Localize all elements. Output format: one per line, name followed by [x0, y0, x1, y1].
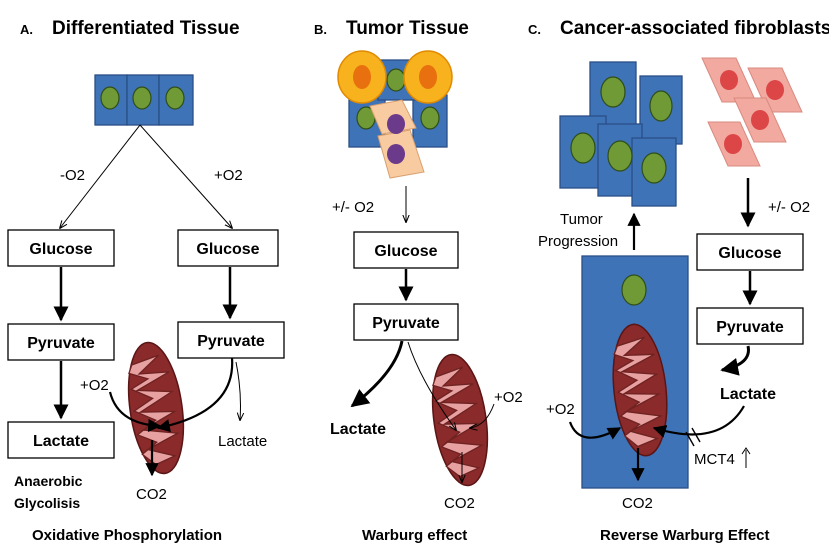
panel-a-title: Differentiated Tissue: [52, 18, 240, 39]
tumor-cell-cluster: [337, 50, 453, 179]
panel-a-anaerobic-2: Glycolisis: [14, 495, 80, 511]
panel-a-glucose-left: Glucose: [29, 241, 92, 258]
panel-a-anaerobic-1: Anaerobic: [14, 473, 83, 489]
up-arrow-icon: [741, 447, 751, 468]
panel-b-oxygen: +O2: [494, 389, 523, 406]
panel-c-lactate: Lactate: [720, 386, 776, 403]
panel-c-pyruvate: Pyruvate: [716, 319, 784, 336]
panel-c-letter: C.: [528, 22, 541, 37]
panel-c-caption: Reverse Warburg Effect: [600, 527, 770, 544]
fibroblast-icon: [701, 57, 803, 167]
panel-c-condition: +/- O2: [768, 199, 810, 216]
panel-a-letter: A.: [20, 22, 33, 37]
panel-a-glucose-right: Glucose: [196, 241, 259, 258]
panel-b-co2: CO2: [444, 495, 475, 512]
panel-c-tumor-2: Progression: [538, 233, 618, 250]
panel-a-lactate-side: Lactate: [218, 433, 267, 450]
panel-a-condition-left: -O2: [60, 167, 85, 184]
panel-b-lactate: Lactate: [330, 421, 386, 438]
panel-b-condition: +/- O2: [332, 199, 374, 216]
panel-c-transporter: MCT4: [694, 451, 735, 468]
tumor-cells-group: [559, 61, 683, 207]
panel-b: B. Tumor Tissue +/- O2 Glucose: [314, 18, 523, 544]
panel-a-lactate-box: Lactate: [33, 433, 89, 450]
panel-c: C. Cancer-associated fibroblasts Tumor: [528, 18, 829, 544]
panel-c-oxygen: +O2: [546, 401, 575, 418]
panel-c-glucose: Glucose: [718, 245, 781, 262]
panel-c-title: Cancer-associated fibroblasts: [560, 18, 829, 39]
mitochondrion-icon: [120, 338, 192, 478]
panel-b-glucose: Glucose: [374, 243, 437, 260]
panel-c-tumor-1: Tumor: [560, 211, 603, 228]
panel-a-condition-right: +O2: [214, 167, 243, 184]
panel-b-title: Tumor Tissue: [346, 18, 469, 39]
panel-b-letter: B.: [314, 22, 327, 37]
panel-b-pyruvate: Pyruvate: [372, 315, 440, 332]
tumor-cell-icon: [337, 50, 453, 104]
panel-a-co2: CO2: [136, 486, 167, 503]
panel-a-pyruvate-right: Pyruvate: [197, 333, 265, 350]
panel-a-pyruvate-left: Pyruvate: [27, 335, 95, 352]
panel-a: A. Differentiated Tissue -O2 +O2 Glucose…: [7, 18, 285, 544]
cell-icon: [94, 74, 194, 126]
panel-a-oxygen: +O2: [80, 377, 109, 394]
panel-c-co2: CO2: [622, 495, 653, 512]
panel-b-caption: Warburg effect: [362, 527, 467, 544]
panel-a-caption: Oxidative Phosphorylation: [32, 527, 222, 544]
